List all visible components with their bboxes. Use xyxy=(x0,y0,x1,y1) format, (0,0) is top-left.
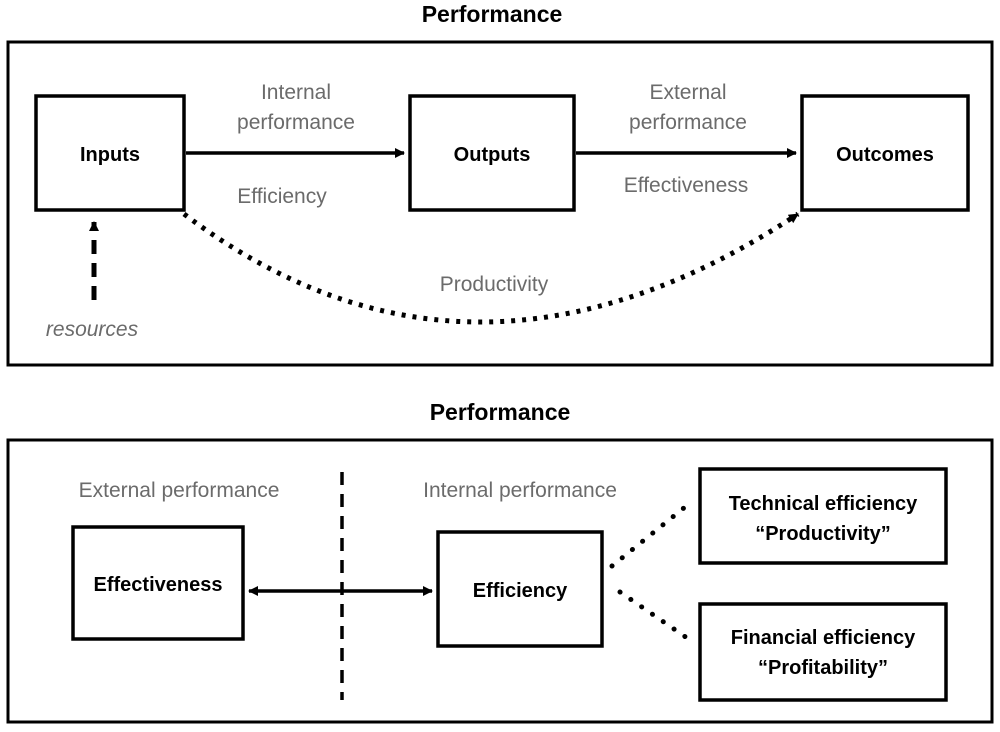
financial-efficiency-box xyxy=(698,602,948,702)
technical-efficiency-quote: “Productivity” xyxy=(755,523,891,545)
financial-efficiency-label: Financial efficiency xyxy=(731,627,916,649)
external-performance-line1: External xyxy=(649,81,726,104)
technical-efficiency-label: Technical efficiency xyxy=(729,493,918,515)
productivity-curve-arrow xyxy=(182,211,800,325)
effectiveness-label: Effectiveness xyxy=(624,174,749,197)
efficiency-to-technical-dots xyxy=(609,500,693,569)
external-performance-header: External performance xyxy=(79,479,280,502)
top-panel-frame xyxy=(6,40,994,367)
internal-performance-line2: performance xyxy=(237,111,355,134)
outputs-label: Outputs xyxy=(454,144,531,166)
efficiency-box-label: Efficiency xyxy=(473,580,568,602)
outcomes-label: Outcomes xyxy=(836,144,934,166)
technical-efficiency-box xyxy=(698,467,948,565)
internal-performance-line1: Internal xyxy=(261,81,331,104)
outcomes-box xyxy=(800,94,970,212)
financial-efficiency-quote: “Profitability” xyxy=(758,657,888,679)
outputs-box xyxy=(408,94,576,212)
internal-performance-header: Internal performance xyxy=(423,479,617,502)
top-panel-title: Performance xyxy=(422,1,563,27)
effectiveness-box-label: Effectiveness xyxy=(94,574,223,596)
resources-label: resources xyxy=(46,318,139,341)
external-performance-line2: performance xyxy=(629,111,747,134)
efficiency-label: Efficiency xyxy=(237,185,327,208)
efficiency-to-financial-dots xyxy=(617,589,693,643)
effectiveness-box xyxy=(71,525,245,641)
productivity-label: Productivity xyxy=(440,273,549,296)
bottom-panel-title: Performance xyxy=(430,399,571,425)
inputs-box xyxy=(34,94,186,212)
inputs-label: Inputs xyxy=(80,144,140,166)
efficiency-box xyxy=(436,530,604,648)
bottom-panel-frame xyxy=(6,438,994,724)
